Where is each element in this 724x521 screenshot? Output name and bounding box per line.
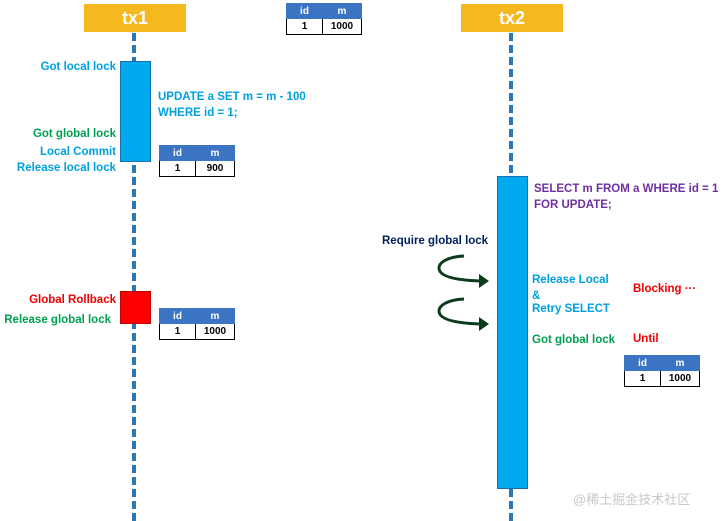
blocking-label: Blocking ··· (633, 283, 697, 295)
table-cell-m: 1000 (660, 370, 700, 387)
table-header-m: m (660, 355, 700, 371)
got-local-lock-label: Got local lock (40, 61, 116, 73)
select-statement-line2: FOR UPDATE; (534, 199, 612, 211)
got-global-lock-label: Got global lock (32, 128, 116, 140)
data-table-tx2-result: id m 1 1000 (624, 355, 700, 387)
tx1-rollback-bar (120, 291, 151, 324)
update-statement-line2: WHERE id = 1; (158, 107, 238, 119)
retry-loop-arrow-1 (437, 254, 489, 288)
tx1-title: tx1 (121, 7, 148, 28)
table-cell-m: 900 (195, 160, 235, 177)
table-header-m: m (322, 3, 362, 19)
watermark: @稀土掘金技术社区 (573, 492, 691, 507)
table-header-m: m (195, 308, 235, 324)
tx2-header: tx2 (461, 4, 563, 32)
require-global-lock-label: Require global lock (382, 235, 489, 247)
update-statement-line1: UPDATE a SET m = m - 100 (158, 91, 306, 103)
tx1-lifeline (132, 33, 136, 521)
table-cell-m: 1000 (322, 18, 362, 35)
tx2-title: tx2 (498, 7, 525, 28)
table-header-id: id (159, 145, 196, 161)
release-local-label: Release Local (532, 274, 609, 286)
global-rollback-label: Global Rollback (29, 294, 116, 306)
table-cell-id: 1 (159, 323, 196, 340)
table-header-id: id (286, 3, 323, 19)
retry-select-label: Retry SELECT (532, 303, 610, 315)
until-label: Until (633, 333, 659, 345)
tx2-got-global-lock-label: Got global lock (532, 334, 616, 346)
tx1-activation-bar (120, 61, 151, 162)
data-table-initial: id m 1 1000 (286, 3, 362, 35)
release-local-lock-label: Release local lock (16, 162, 116, 174)
table-cell-id: 1 (159, 160, 196, 177)
select-statement-line1: SELECT m FROM a WHERE id = 1 (534, 183, 719, 195)
tx1-header: tx1 (84, 4, 186, 32)
data-table-after-update: id m 1 900 (159, 145, 235, 177)
table-header-m: m (195, 145, 235, 161)
table-header-id: id (624, 355, 661, 371)
table-cell-id: 1 (286, 18, 323, 35)
data-table-after-rollback: id m 1 1000 (159, 308, 235, 340)
table-cell-m: 1000 (195, 323, 235, 340)
tx2-activation-bar (497, 176, 528, 489)
ampersand-label: & (532, 290, 541, 302)
table-cell-id: 1 (624, 370, 661, 387)
table-header-id: id (159, 308, 196, 324)
release-global-lock-label: Release global lock (4, 314, 111, 326)
local-commit-label: Local Commit (39, 146, 116, 158)
retry-loop-arrow-2 (437, 297, 489, 331)
